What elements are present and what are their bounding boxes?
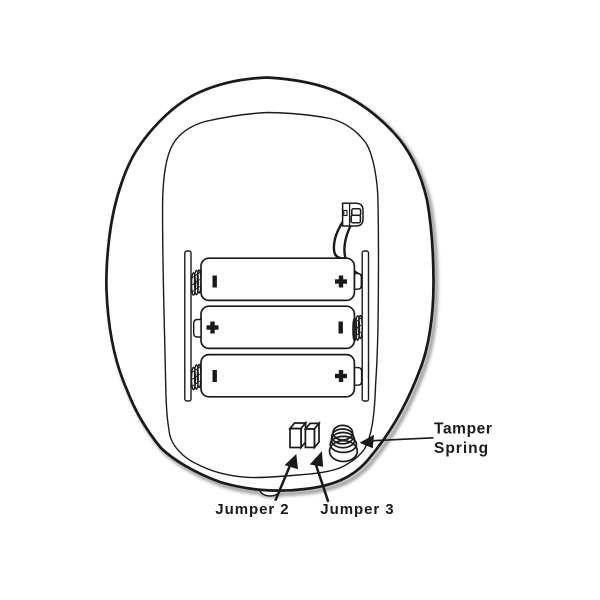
svg-text:Jumper 3: Jumper 3	[320, 501, 394, 518]
svg-text:Spring: Spring	[434, 440, 489, 457]
svg-text:Jumper 2: Jumper 2	[215, 501, 289, 518]
svg-text:Tamper: Tamper	[434, 420, 493, 437]
